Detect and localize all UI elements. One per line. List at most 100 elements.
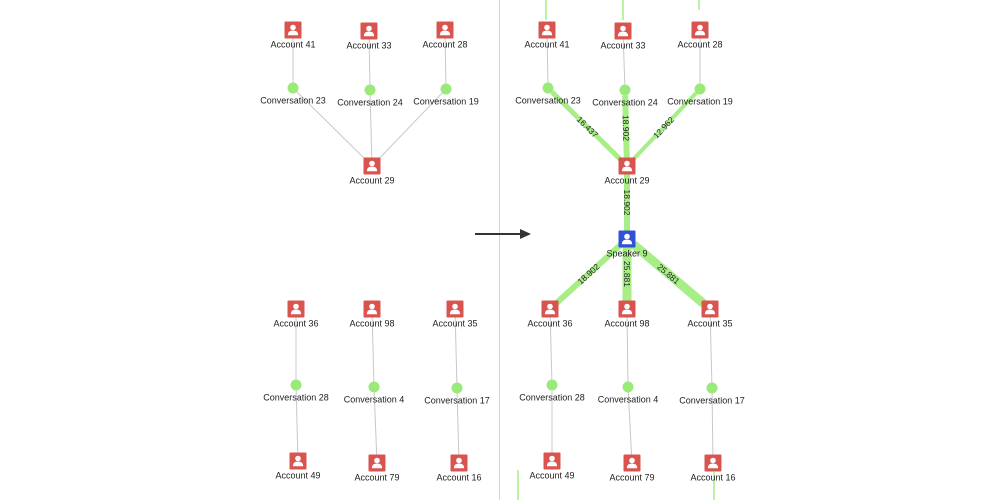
edge[interactable] [546,38,549,83]
edge[interactable] [444,38,447,84]
person-icon [439,24,451,36]
person-icon [626,457,638,469]
person-icon [541,24,553,36]
conversation-node[interactable]: Conversation 4 [598,381,659,405]
person-icon-body [621,166,633,172]
node-label: Account 41 [524,40,569,50]
conversation-node[interactable]: Conversation 28 [519,379,585,403]
conversation-dot[interactable] [287,82,299,94]
account-node[interactable]: Account 28 [677,21,723,50]
conversation-dot[interactable] [290,379,302,391]
account-node[interactable]: Account 41 [524,21,570,50]
account-node[interactable]: Account 98 [349,300,395,329]
person-icon-head [629,457,635,464]
conversation-dot[interactable] [546,379,558,391]
conversation-dot[interactable] [364,84,376,96]
speaker-node[interactable]: Speaker 9 [606,230,648,259]
account-node[interactable]: Account 33 [600,22,646,51]
account-node[interactable]: Account 35 [687,300,733,329]
conversation-node[interactable]: Conversation 19 [667,83,733,107]
account-node[interactable]: Account 79 [354,454,400,483]
person-icon-head [544,24,550,31]
conversation-dot[interactable] [694,83,706,95]
weighted-edge[interactable] [631,91,698,162]
weighted-edge[interactable] [554,242,623,306]
person-icon-body [453,463,465,469]
person-icon [621,303,633,315]
right-graph-nodes: Account 41 Account 33 Account 28 Conversati… [515,21,745,483]
conversation-node[interactable]: Conversation 24 [592,84,658,108]
edge[interactable] [371,317,375,382]
account-node[interactable]: Account 49 [529,452,575,481]
conversation-node[interactable]: Conversation 17 [679,382,745,406]
weighted-edge[interactable] [630,241,707,307]
conversation-dot[interactable] [622,381,634,393]
person-icon-head [374,457,380,464]
conversation-node[interactable]: Conversation 23 [515,82,581,106]
edge[interactable] [369,95,373,158]
conversation-dot[interactable] [368,381,380,393]
edge[interactable] [296,91,367,161]
person-icon-head [710,457,716,464]
edge[interactable] [627,392,633,455]
account-node[interactable]: Account 41 [270,21,316,50]
node-label: Conversation 23 [260,96,326,106]
account-node[interactable]: Account 36 [273,300,319,329]
account-node[interactable]: Account 49 [275,452,321,481]
edge-weight-label: 16.437 [575,114,601,140]
account-node[interactable]: Account 16 [690,454,736,483]
weighted-edge[interactable] [550,90,623,162]
person-icon-body [621,239,633,245]
account-node[interactable]: Account 28 [422,21,468,50]
weighted-edge[interactable] [622,95,630,158]
account-node[interactable]: Account 29 [604,157,650,186]
edge[interactable] [549,317,553,380]
account-node[interactable]: Account 16 [436,454,482,483]
conversation-node[interactable]: Conversation 23 [260,82,326,106]
conversation-dot[interactable] [619,84,631,96]
edge[interactable] [368,39,371,85]
person-icon [704,303,716,315]
person-icon-body [449,309,461,315]
person-icon-body [621,309,633,315]
person-icon-body [366,166,378,172]
person-icon-head [369,160,375,167]
account-node[interactable]: Account 33 [346,22,392,51]
person-icon-head [295,455,301,462]
conversation-dot[interactable] [706,382,718,394]
conversation-node[interactable]: Conversation 28 [263,379,329,403]
edge[interactable] [373,392,378,455]
edge[interactable] [295,390,299,453]
account-node[interactable]: Account 79 [609,454,655,483]
conversation-dot[interactable] [542,82,554,94]
account-node[interactable]: Account 35 [432,300,478,329]
conversation-dot[interactable] [451,382,463,394]
person-icon-body [363,31,375,37]
edge[interactable] [711,393,714,455]
person-icon [453,457,465,469]
edge-weight-label: 18.902 [622,190,632,216]
edge[interactable] [377,92,443,161]
conversation-node[interactable]: Conversation 19 [413,83,479,107]
person-icon-head [624,160,630,167]
edge[interactable] [622,39,626,85]
conversation-dot[interactable] [440,83,452,95]
left-graph-edges [292,38,460,455]
person-icon [449,303,461,315]
person-icon-head [452,303,458,310]
conversation-node[interactable]: Conversation 24 [337,84,403,108]
node-label: Account 98 [349,319,394,329]
edge[interactable] [709,317,713,383]
account-node[interactable]: Account 29 [349,157,395,186]
node-label: Account 36 [273,319,318,329]
edge[interactable] [454,317,458,383]
conversation-node[interactable]: Conversation 4 [344,381,405,405]
account-node[interactable]: Account 98 [604,300,650,329]
person-icon [366,160,378,172]
conversation-node[interactable]: Conversation 17 [424,382,490,406]
edge[interactable] [456,393,460,455]
person-icon-head [624,303,630,310]
account-node[interactable]: Account 36 [527,300,573,329]
node-label: Account 35 [687,319,732,329]
edge[interactable] [626,317,629,382]
